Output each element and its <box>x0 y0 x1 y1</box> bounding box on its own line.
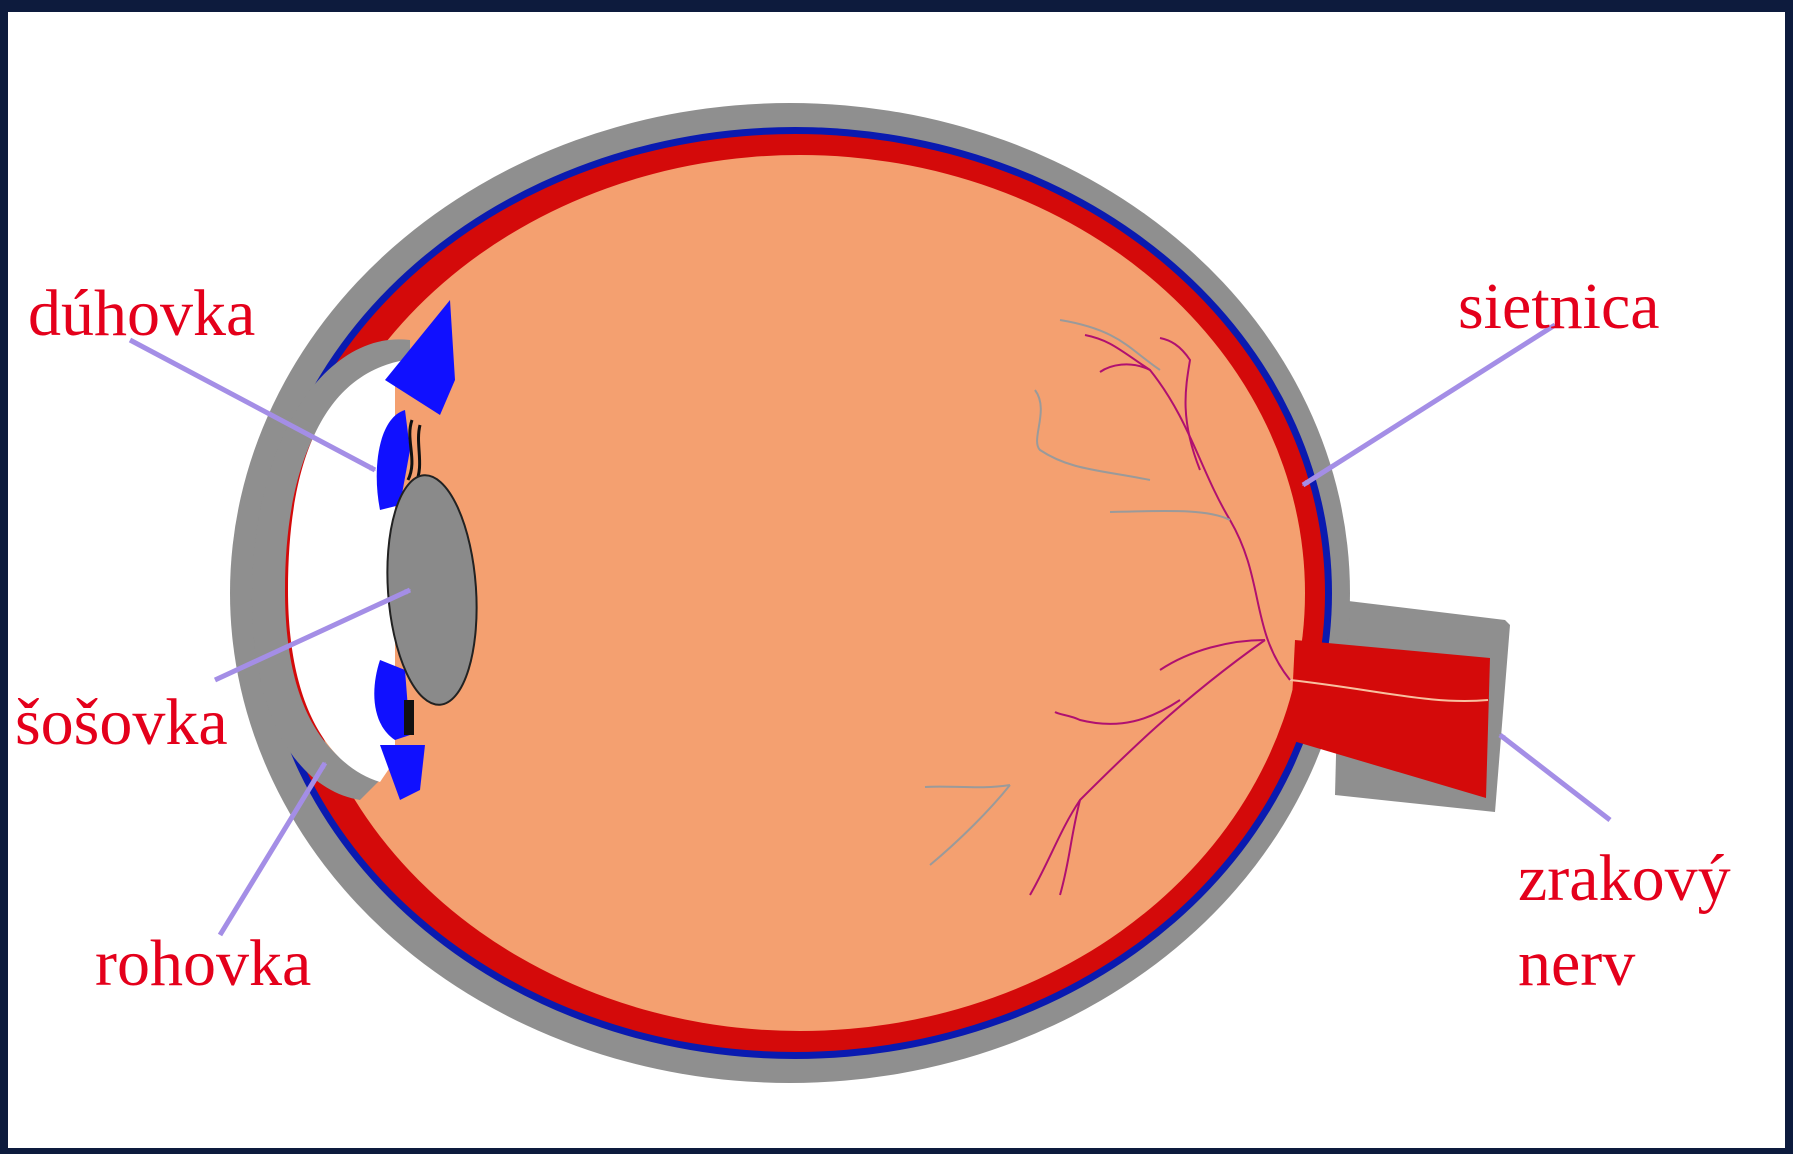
label-retina: sietnica <box>1458 270 1660 343</box>
label-cornea: rohovka <box>95 927 311 1000</box>
label-optic-nerve-line1: zrakový <box>1518 842 1731 915</box>
label-lens: šošovka <box>15 686 228 759</box>
ciliary-body-lower <box>404 700 414 735</box>
label-iris: dúhovka <box>28 277 255 350</box>
label-optic-nerve-line2: nerv <box>1518 927 1635 1000</box>
